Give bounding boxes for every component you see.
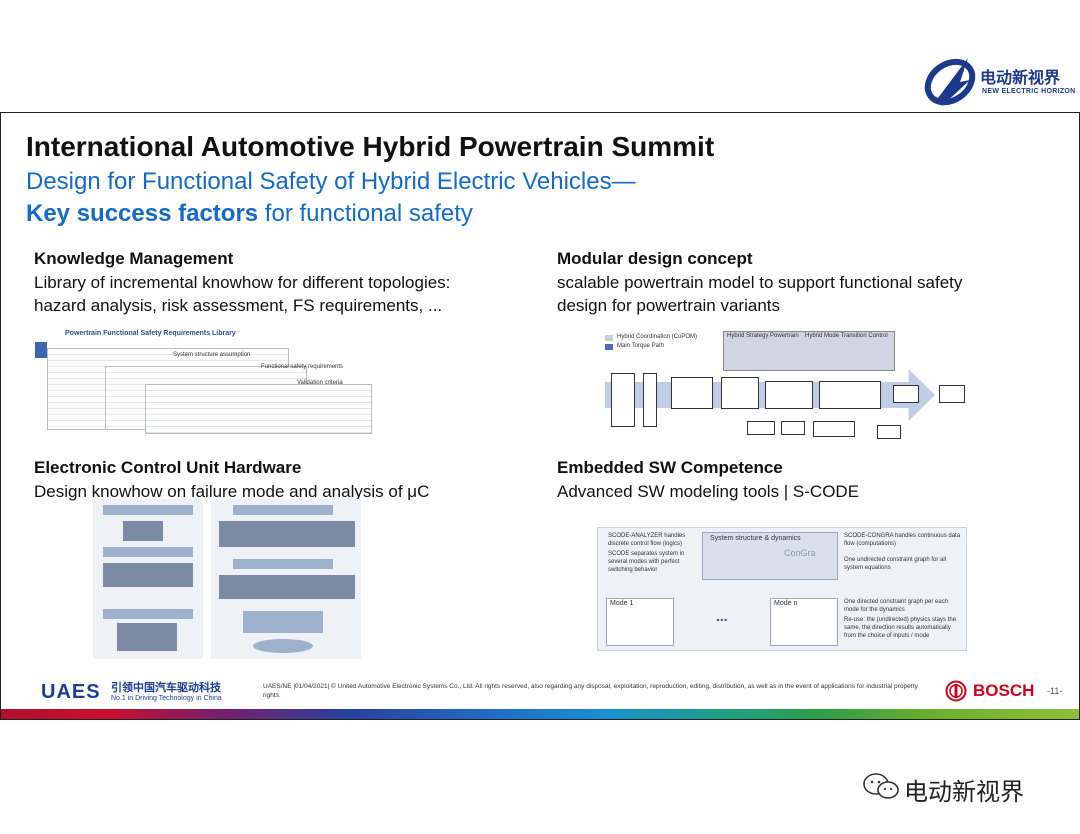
section-heading-sw: Embedded SW Competence	[557, 458, 783, 477]
mode-transition-label: Hybrid Mode Transition Control	[805, 333, 888, 339]
torque-split-box	[819, 381, 881, 409]
ecu-photo-4	[219, 521, 355, 547]
slide-footer	[1, 665, 1079, 709]
ptgbx-box	[747, 421, 775, 435]
library-sheet-3	[145, 384, 372, 434]
legend-swatch-coordination	[605, 335, 613, 341]
bosch-armature-icon	[945, 680, 967, 702]
scode-mode-1-box	[606, 598, 674, 646]
scode-bottom-note-1: One directed constraint graph per each m…	[844, 599, 949, 613]
ecu-step-visual	[103, 505, 193, 515]
ecu-step-electrical	[103, 547, 193, 557]
brand-name-cn: 电动新视界	[980, 70, 1061, 87]
ecu-analysis-flow	[93, 499, 363, 661]
drivability-filter-box	[721, 377, 759, 409]
scode-mode-1-label: Mode 1	[610, 600, 634, 607]
section-text-sw: Advanced SW modeling tools | S-CODE	[557, 482, 860, 501]
hybrid-strategy-box	[723, 331, 895, 371]
scode-ellipsis: ...	[716, 608, 728, 624]
slide-subtitle-2: Key success factors for functional safet…	[26, 200, 473, 228]
section-text-knowledge-2: hazard analysis, risk assessment, FS req…	[34, 296, 443, 315]
section-heading-ecu: Electronic Control Unit Hardware	[34, 458, 302, 477]
subtitle-rest: for functional safety	[258, 200, 473, 227]
legend-torque: Main Torque Path	[617, 343, 664, 349]
scode-left-note-1: SCODE-ANALYZER handles discrete control …	[608, 533, 686, 547]
wechat-watermark: 电动新视界	[862, 770, 1052, 806]
watermark-text: 电动新视界	[904, 779, 1024, 806]
scode-right-note-2: One undirected constraint graph for all …	[844, 557, 947, 571]
hybrid-strategy-label: Hybrid Strategy Powertrain	[727, 333, 799, 339]
ice-box	[939, 385, 965, 403]
subtitle-emphasis: Key success factors	[26, 200, 259, 227]
scode-left-note-2: SCODE separates system in several modes …	[608, 551, 685, 573]
library-label-3: Validation criteria	[297, 380, 343, 386]
ecu-photo-2	[103, 563, 193, 587]
dynamic-interventions-box	[765, 381, 813, 409]
scode-bottom-note-2: Re-use: the (undirected) physics stays t…	[844, 617, 957, 639]
ecu-step-fault-isolation	[233, 505, 333, 515]
slide-subtitle: Design for Functional Safety of Hybrid E…	[26, 168, 636, 195]
scode-congra-logo: ConGra	[784, 548, 816, 558]
scode-mode-n-box	[770, 598, 838, 646]
scode-mode-n-label: Mode n	[774, 600, 798, 607]
library-label-2: Functional safety requirements	[261, 364, 344, 370]
uaes-logo: UAES	[41, 681, 101, 703]
pedal-inputs-box	[611, 373, 635, 427]
ecu-photo-5	[219, 575, 355, 599]
stationary-interventions-box	[671, 377, 713, 409]
slide-title: International Automotive Hybrid Powertra…	[26, 131, 715, 162]
scode-center-box	[702, 532, 838, 580]
section-heading-modular: Modular design concept	[557, 249, 753, 268]
ecu-step-root-cause	[243, 611, 323, 633]
ecu-step-physical	[233, 559, 333, 569]
brand-name-en: NEW ELECTRIC HORIZON	[982, 88, 1076, 95]
stability-intervention-box	[813, 421, 855, 437]
ecu-step-nda	[103, 609, 193, 619]
ecu-photo-1	[123, 521, 163, 541]
section-text-modular-1: scalable powertrain model to support fun…	[557, 273, 963, 292]
legend-swatch-torque	[605, 344, 613, 350]
brand-logo: 电动新视界 NEW ELECTRIC HORIZON	[920, 52, 1075, 112]
driver-demand-box	[643, 373, 657, 427]
ecs-box	[781, 421, 805, 435]
scode-right-note-1: SCODE-CONGRA handles continuous data flo…	[844, 533, 961, 547]
scode-center-title: System structure & dynamics	[710, 535, 801, 542]
ecu-step-final-report	[253, 639, 313, 653]
eim-box	[877, 425, 901, 439]
color-stripe	[1, 709, 1079, 719]
wechat-icon	[863, 773, 899, 799]
section-heading-knowledge: Knowledge Management	[34, 249, 234, 268]
ets-box	[893, 385, 919, 403]
knowledge-library-figure: Powertrain Functional Safety Requirement…	[35, 328, 375, 438]
copyright-notice: UAES/NE |01/04/2021| © United Automotive…	[263, 683, 918, 699]
library-label-1: System structure assumption	[173, 352, 251, 358]
section-text-modular-2: design for powertrain variants	[557, 296, 781, 315]
uaes-slogan-cn: 引领中国汽车驱动科技	[111, 682, 221, 694]
legend-coordination: Hybrid Coordination (CoPOM)	[617, 334, 698, 340]
page-number: -11-	[1047, 686, 1063, 696]
brand-swirl-icon	[924, 58, 976, 106]
section-text-ecu: Design knowhow on failure mode and analy…	[34, 482, 430, 501]
bosch-logo: BOSCH	[973, 681, 1035, 700]
uaes-slogan-en: No.1 in Driving Technology in China	[111, 695, 222, 702]
library-title: Powertrain Functional Safety Requirement…	[65, 330, 236, 337]
modular-block-diagram: Hybrid Coordination (CoPOM) Main Torque …	[605, 331, 975, 449]
excel-icon	[35, 342, 47, 358]
scode-figure: SCODE-ANALYZER handles discrete control …	[597, 527, 967, 651]
ecu-photo-3	[117, 623, 177, 651]
section-text-knowledge-1: Library of incremental knowhow for diffe…	[34, 273, 451, 292]
slide: International Automotive Hybrid Powertra…	[0, 112, 1080, 720]
